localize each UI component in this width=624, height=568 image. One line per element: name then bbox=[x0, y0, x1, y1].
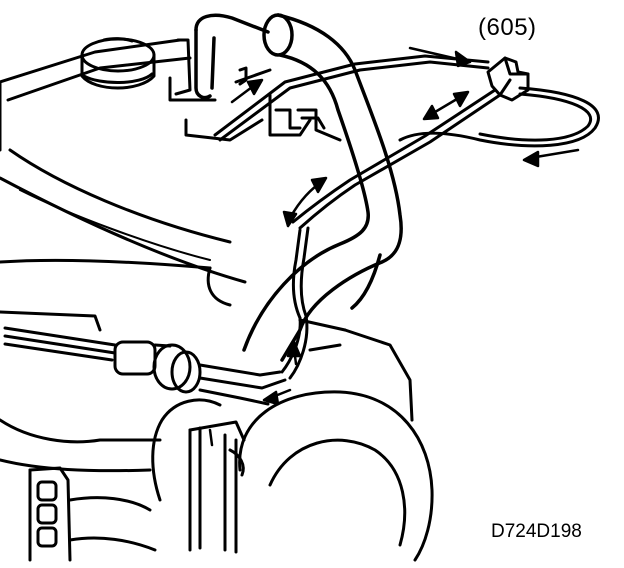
lower-cable-assembly bbox=[3, 326, 287, 554]
callout-label-605: (605) bbox=[478, 14, 537, 41]
throttle-bracket bbox=[168, 38, 342, 142]
engine-cover-outline bbox=[0, 38, 247, 332]
oil-filler-cap bbox=[80, 37, 156, 90]
direction-arrows bbox=[208, 46, 580, 447]
cable-clip-605 bbox=[486, 56, 530, 102]
lower-left-component bbox=[28, 466, 157, 562]
figure-code: D724D198 bbox=[491, 521, 582, 542]
throttle-cable bbox=[213, 54, 600, 380]
wheel-arch bbox=[0, 318, 434, 562]
intake-hose bbox=[194, 13, 403, 362]
